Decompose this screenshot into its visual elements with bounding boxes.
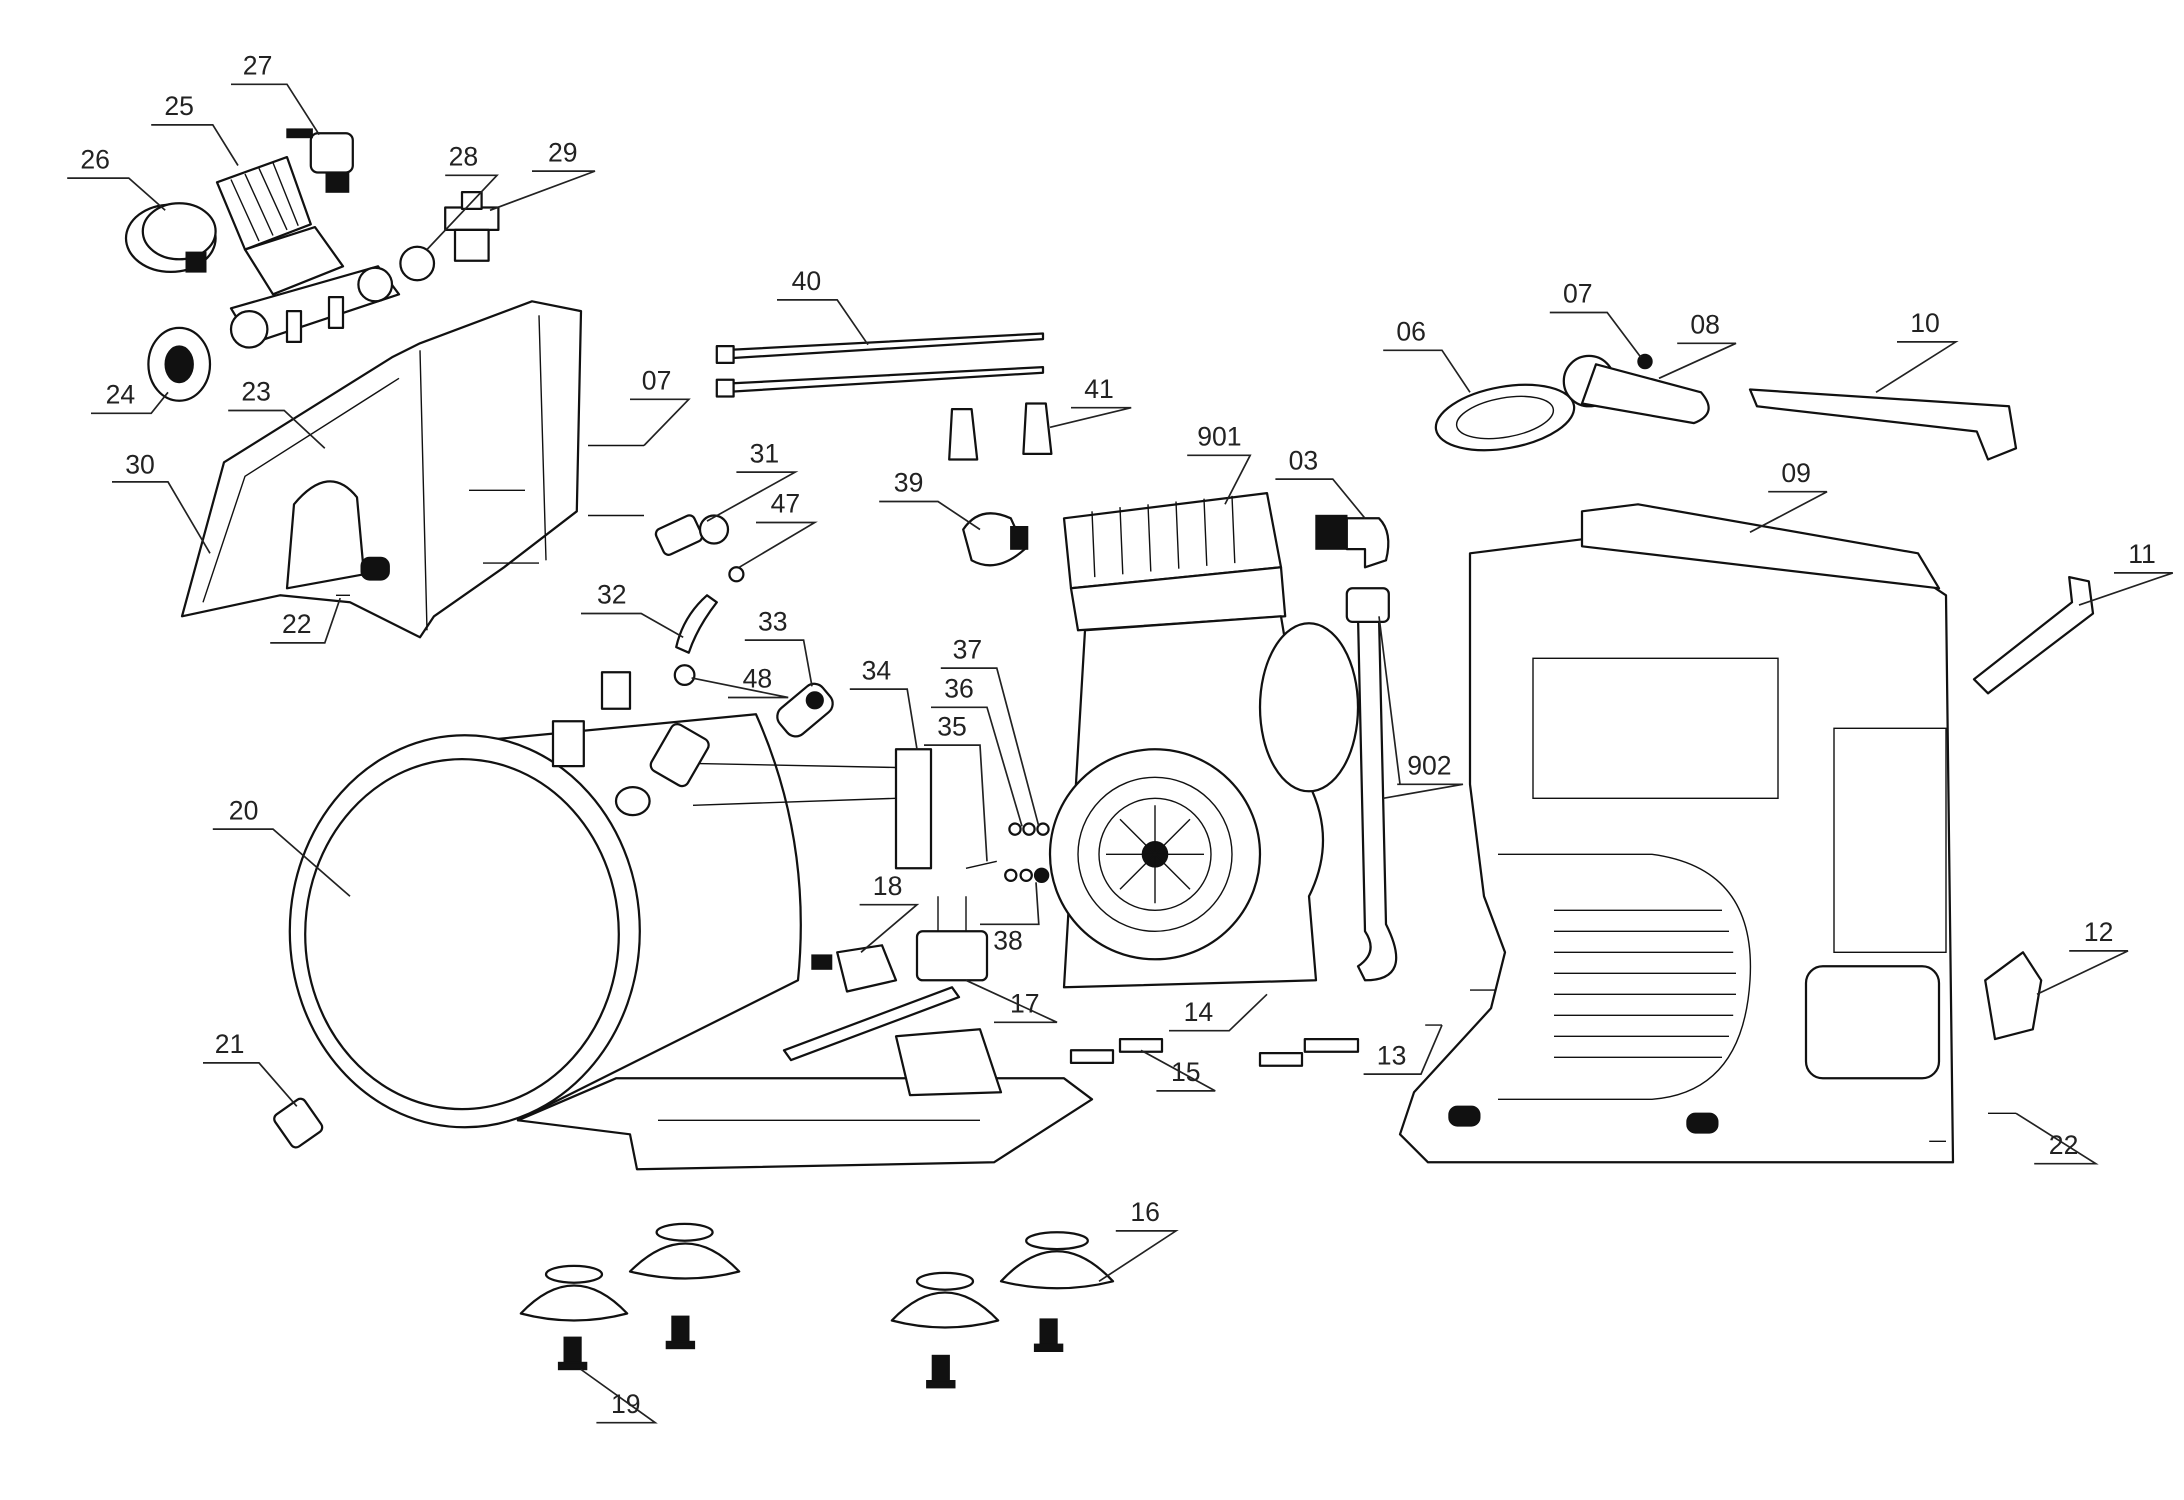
- handle-lever-08: [1562, 354, 1710, 425]
- side-handle-11: [1972, 575, 2095, 695]
- label-12: 12: [2084, 917, 2114, 947]
- housing-09: [1398, 503, 1955, 1164]
- regulator-body: [229, 265, 401, 349]
- label-14: 14: [1184, 997, 1214, 1027]
- pressure-gauge-26: [124, 202, 217, 274]
- label-08: 08: [1690, 309, 1720, 339]
- label-29: 29: [548, 137, 578, 167]
- label-07-left: 07: [642, 366, 672, 396]
- label-19: 19: [611, 1389, 641, 1419]
- label-31: 31: [750, 438, 780, 468]
- label-37: 37: [953, 634, 983, 664]
- screws-13-22: [336, 594, 2016, 1142]
- power-plug-17: [782, 896, 989, 1062]
- drain-valve-21: [273, 1097, 324, 1149]
- fitting-tank: [649, 722, 710, 788]
- label-38: 38: [993, 926, 1023, 956]
- quick-coupler-24: [147, 326, 212, 402]
- label-20: 20: [229, 795, 259, 825]
- label-39: 39: [894, 468, 924, 498]
- cap-28: [399, 245, 436, 282]
- label-22-left: 22: [282, 609, 312, 639]
- ventilation-grille: [1554, 909, 1736, 1058]
- label-27: 27: [243, 51, 273, 81]
- label-03: 03: [1289, 445, 1319, 475]
- label-25: 25: [164, 91, 194, 121]
- screws-07-left: [468, 444, 644, 564]
- label-35: 35: [937, 711, 967, 741]
- label-21: 21: [215, 1029, 245, 1059]
- rubber-feet-16: [519, 1222, 1115, 1329]
- label-22-right: 22: [2049, 1130, 2079, 1160]
- handle-spring-06: [1434, 383, 1576, 452]
- hose-32: [675, 594, 718, 654]
- label-40: 40: [792, 266, 822, 296]
- pressure-switch-27: [286, 128, 354, 193]
- label-23: 23: [241, 377, 271, 407]
- label-32: 32: [597, 580, 627, 610]
- leader-lines: [67, 83, 2174, 1424]
- label-34: 34: [862, 655, 892, 685]
- label-48: 48: [743, 664, 773, 694]
- check-valve-33: [776, 682, 834, 738]
- ring-48: [673, 664, 696, 687]
- label-26: 26: [80, 144, 110, 174]
- label-902: 902: [1407, 751, 1451, 781]
- washers-36-38: [965, 822, 1050, 883]
- screws-19: [557, 1315, 1064, 1389]
- cable-ties-40: [715, 332, 1045, 398]
- handle-bar-10: [1748, 388, 2018, 461]
- label-16: 16: [1130, 1197, 1160, 1227]
- label-18: 18: [873, 871, 903, 901]
- label-06: 06: [1396, 316, 1426, 346]
- label-47: 47: [771, 489, 801, 519]
- label-09: 09: [1781, 458, 1811, 488]
- pressure-pipe-902: [1345, 587, 1398, 982]
- pressure-switch-34: [685, 748, 933, 870]
- screw-07-right: [1637, 353, 1653, 370]
- label-17: 17: [1010, 989, 1040, 1019]
- part-labels: 26 25 27 28 29 24 23 30 22 07 31 47 32 3…: [80, 51, 2155, 1419]
- label-10: 10: [1910, 308, 1940, 338]
- safety-valve-29: [444, 190, 500, 262]
- label-36: 36: [944, 674, 974, 704]
- elbow-fitting-03: [1315, 514, 1390, 569]
- pump-901: [1048, 491, 1360, 989]
- label-901: 901: [1197, 422, 1241, 452]
- air-tank-20: [288, 671, 802, 1129]
- fitting-31: [654, 514, 730, 556]
- label-15: 15: [1171, 1057, 1201, 1087]
- label-24: 24: [106, 380, 136, 410]
- air-filter-39: [962, 512, 1029, 567]
- label-13: 13: [1377, 1040, 1407, 1070]
- pressure-switch-18: [811, 944, 898, 993]
- label-41: 41: [1084, 374, 1114, 404]
- front-cover-30: [180, 300, 583, 639]
- rubber-pads-15: [1069, 1037, 1360, 1067]
- label-28: 28: [449, 142, 479, 172]
- cover-12: [1984, 951, 2043, 1041]
- base-plate: [516, 1028, 1094, 1171]
- label-11: 11: [2128, 539, 2156, 569]
- wire-caps-41: [948, 402, 1053, 461]
- label-33: 33: [758, 606, 788, 636]
- label-07-right: 07: [1563, 279, 1593, 309]
- regulator-knob-25: [215, 155, 345, 296]
- ring-47: [728, 566, 745, 583]
- label-30: 30: [125, 450, 155, 480]
